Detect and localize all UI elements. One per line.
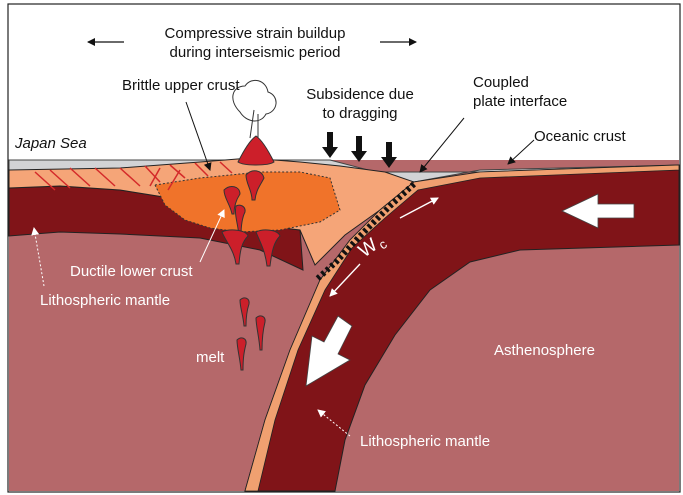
strain-label-line2: during interseismic period [170, 44, 341, 61]
japan-sea-label: Japan Sea [14, 135, 87, 152]
oceanic-crust-label: Oceanic crust [534, 128, 627, 145]
subsidence-label-line1: Subsidence due [306, 86, 414, 103]
coupled-label-line1: Coupled [473, 74, 529, 91]
brittle-crust-label: Brittle upper crust [122, 77, 240, 94]
melt-label: melt [196, 349, 225, 366]
ductile-crust-label: Ductile lower crust [70, 263, 193, 280]
coupled-label-line2: plate interface [473, 93, 567, 110]
strain-label-line1: Compressive strain buildup [165, 25, 346, 42]
asthenosphere-label: Asthenosphere [494, 342, 595, 359]
subsidence-label-line2: to dragging [322, 105, 397, 122]
lith-mantle-left-label: Lithospheric mantle [40, 292, 170, 309]
lith-mantle-bottom-label: Lithospheric mantle [360, 433, 490, 450]
